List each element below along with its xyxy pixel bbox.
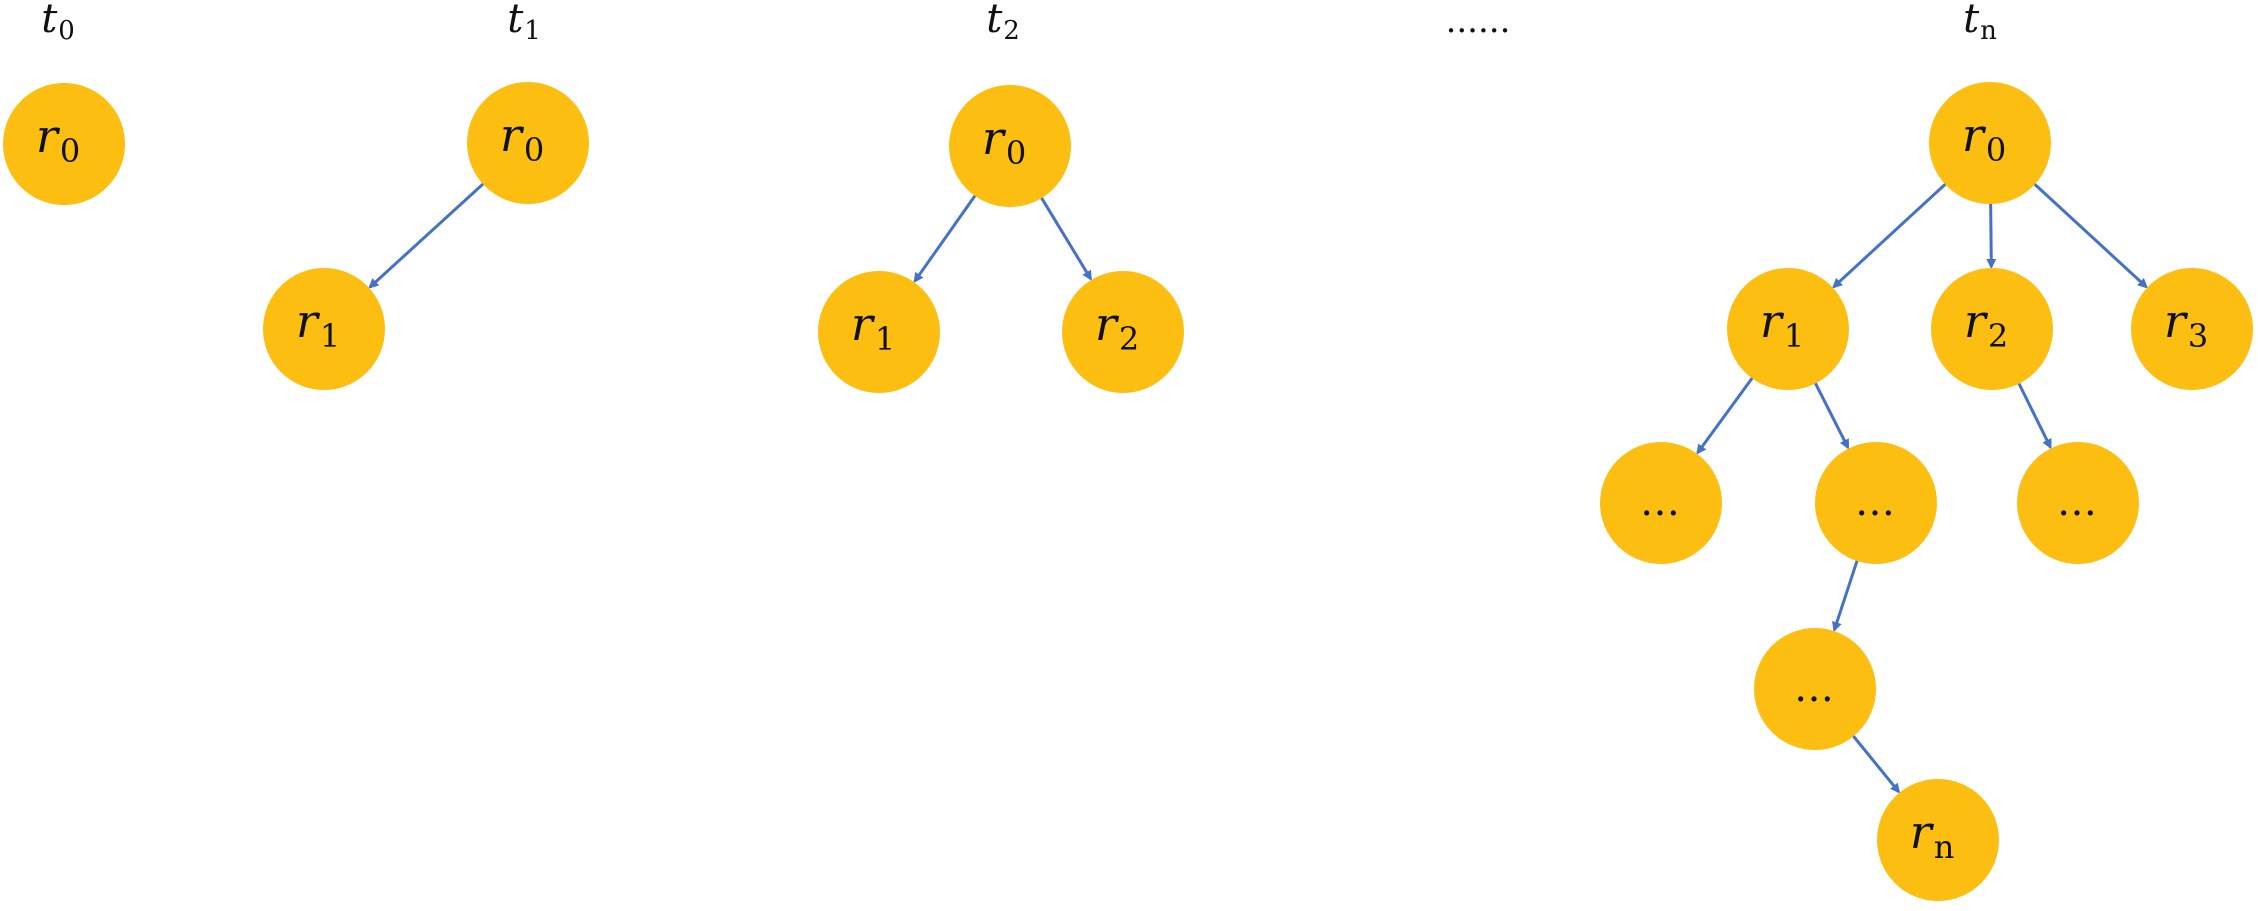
node-label: rn — [1910, 805, 1955, 866]
node-label: … — [1640, 479, 1682, 525]
node-circle — [1929, 82, 2051, 204]
node-circle — [3, 83, 125, 205]
node-circle — [2131, 268, 2253, 390]
node-circle — [263, 268, 385, 390]
node-b_r1: r1 — [263, 268, 385, 390]
edge-c_r0-to-c_r2 — [1039, 195, 1093, 281]
time-labels-layer: t0 t1 t2...... tn — [41, 0, 1997, 46]
node-c_r1: r1 — [818, 271, 940, 393]
node-label: r1 — [851, 297, 895, 358]
node-c_r0: r0 — [949, 85, 1071, 207]
edges-layer — [368, 181, 2148, 794]
node-d_rn: rn — [1877, 779, 1999, 901]
node-label: … — [1794, 665, 1836, 711]
edge-d_r2-to-d_e3 — [2016, 381, 2052, 450]
node-d_e2: … — [1815, 442, 1937, 564]
node-b_r0: r0 — [467, 82, 589, 204]
node-circle — [1754, 628, 1876, 750]
edge-b_r0-to-b_r1 — [368, 181, 486, 289]
node-label: r2 — [1964, 294, 2008, 355]
edge-d_r1-to-d_e1 — [1696, 375, 1755, 455]
node-circle — [1815, 442, 1937, 564]
node-d_r0: r0 — [1929, 82, 2051, 204]
time-label-tn: tn — [1963, 0, 1997, 46]
node-d_e3: … — [2017, 442, 2139, 564]
node-label: r0 — [36, 109, 80, 170]
node-circle — [1931, 268, 2053, 390]
node-circle — [467, 82, 589, 204]
node-label: r1 — [296, 294, 340, 355]
time-label-dots: ...... — [1446, 1, 1511, 41]
node-a_r0: r0 — [3, 83, 125, 205]
time-label-t2: t2 — [986, 0, 1020, 46]
node-circle — [949, 85, 1071, 207]
node-d_e1: … — [1600, 442, 1722, 564]
node-label: … — [2057, 479, 2099, 525]
node-d_e4: … — [1754, 628, 1876, 750]
node-d_r3: r3 — [2131, 268, 2253, 390]
node-label: r0 — [1962, 108, 2006, 169]
node-circle — [2017, 442, 2139, 564]
node-label: … — [1855, 479, 1897, 525]
node-label: r2 — [1095, 297, 1139, 358]
edge-d_r0-to-d_r1 — [1832, 181, 1948, 289]
node-label: r0 — [982, 111, 1026, 172]
node-circle — [1727, 268, 1849, 390]
node-label: r3 — [2164, 294, 2208, 355]
node-label: r0 — [500, 108, 544, 169]
edge-d_r0-to-d_r3 — [2032, 181, 2148, 289]
node-label: r1 — [1760, 294, 1804, 355]
edge-d_r1-to-d_e2 — [1813, 380, 1850, 450]
edge-d_e4-to-d_rn — [1851, 733, 1901, 794]
nodes-layer: r0 r0 r1 r0 r1 r2 r0 r1 r2 r3 … … … … rn — [3, 82, 2253, 901]
node-d_r1: r1 — [1727, 268, 1849, 390]
time-label-t0: t0 — [41, 0, 75, 46]
node-circle — [1062, 271, 1184, 393]
time-label-t1: t1 — [507, 0, 541, 46]
node-circle — [1877, 779, 1999, 901]
node-d_r2: r2 — [1931, 268, 2053, 390]
edge-d_e2-to-d_e4 — [1832, 558, 1860, 632]
node-circle — [818, 271, 940, 393]
edge-c_r0-to-c_r1 — [913, 193, 978, 283]
node-c_r2: r2 — [1062, 271, 1184, 393]
edge-d_r0-to-d_r2 — [1986, 201, 1997, 270]
node-circle — [1600, 442, 1722, 564]
